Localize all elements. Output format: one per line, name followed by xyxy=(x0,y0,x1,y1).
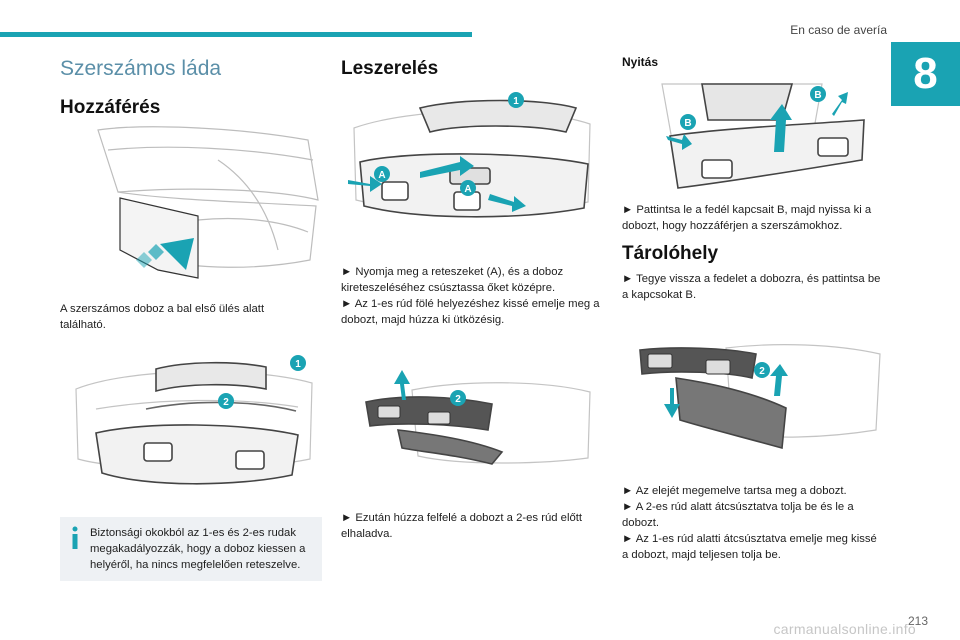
column-opening: Nyitás xyxy=(622,55,882,69)
section-storage: Tárolóhely ► Tegye vissza a fedelet a do… xyxy=(622,243,884,303)
watermark: carmanualsonline.info xyxy=(773,621,916,637)
text-refit-lid: ► Tegye vissza a fedelet a dobozra, és p… xyxy=(622,273,881,301)
heading-opening: Nyitás xyxy=(622,55,659,69)
chapter-number-badge: 8 xyxy=(891,42,960,106)
text-removal-step-3: ► Ezután húzza felfelé a dobozt a 2-es r… xyxy=(341,512,583,540)
column-access: Szerszámos láda Hozzáférés xyxy=(60,57,320,119)
label-latch-a-left: A xyxy=(378,170,385,181)
label-latch-a-right: A xyxy=(464,184,471,195)
text-toolbox-location: A szerszámos doboz a bal első ülés alatt… xyxy=(60,303,265,331)
text-storage-step-2: ► A 2-es rúd alatt átcsúsztatva tolja be… xyxy=(622,501,854,529)
figure-toolbox-rods: 1 2 xyxy=(75,355,313,485)
para-opening: ► Pattintsa le a fedél kapcsait B, majd … xyxy=(622,202,884,234)
figure-removal-lift: 2 xyxy=(365,370,591,465)
label-rod-1: 1 xyxy=(295,359,301,370)
para-removal-final: ► Ezután húzza felfelé a dobozt a 2-es r… xyxy=(341,510,603,542)
label-rod-1-removal: 1 xyxy=(513,96,519,107)
para-storage-steps: ► Az elejét megemelve tartsa meg a doboz… xyxy=(622,483,884,563)
header-accent-bar xyxy=(0,32,472,37)
column-removal: Leszerelés xyxy=(341,58,601,80)
safety-info-text: Biztonsági okokból az 1-es és 2-es rudak… xyxy=(90,527,306,571)
figure-storage-insert: 2 xyxy=(639,344,881,450)
info-icon xyxy=(72,526,78,549)
section-title: Szerszámos láda xyxy=(60,57,222,80)
label-rod-2: 2 xyxy=(223,397,229,408)
text-open-lid: ► Pattintsa le a fedél kapcsait B, majd … xyxy=(622,204,872,232)
text-storage-step-1: ► Az elejét megemelve tartsa meg a doboz… xyxy=(622,485,847,497)
text-removal-step-1: ► Nyomja meg a reteszeket (A), és a dobo… xyxy=(341,266,564,294)
heading-removal: Leszerelés xyxy=(341,58,439,79)
text-storage-step-3: ► Az 1-es rúd alatti átcsúsztatva emelje… xyxy=(622,533,877,561)
label-clip-b-left: B xyxy=(684,118,691,129)
text-removal-step-2: ► Az 1-es rúd fölé helyezéshez kissé eme… xyxy=(341,298,600,326)
page-number: 213 xyxy=(907,614,928,628)
para-removal-steps: ► Nyomja meg a reteszeket (A), és a dobo… xyxy=(341,264,603,328)
chapter-title: En caso de avería xyxy=(790,23,887,37)
figure-seat-toolbox xyxy=(97,126,319,279)
para-access: A szerszámos doboz a bal első ülés alatt… xyxy=(60,301,310,333)
label-rod-2-storage: 2 xyxy=(759,366,765,377)
heading-storage: Tárolóhely xyxy=(622,243,719,264)
figure-open-lid: B B xyxy=(661,83,865,189)
figure-removal-latches: 1 A A xyxy=(348,92,591,218)
safety-info-box: Biztonsági okokból az 1-es és 2-es rudak… xyxy=(60,517,322,581)
label-clip-b-right: B xyxy=(814,90,821,101)
label-rod-2-lift: 2 xyxy=(455,394,461,405)
heading-access: Hozzáférés xyxy=(60,97,161,118)
